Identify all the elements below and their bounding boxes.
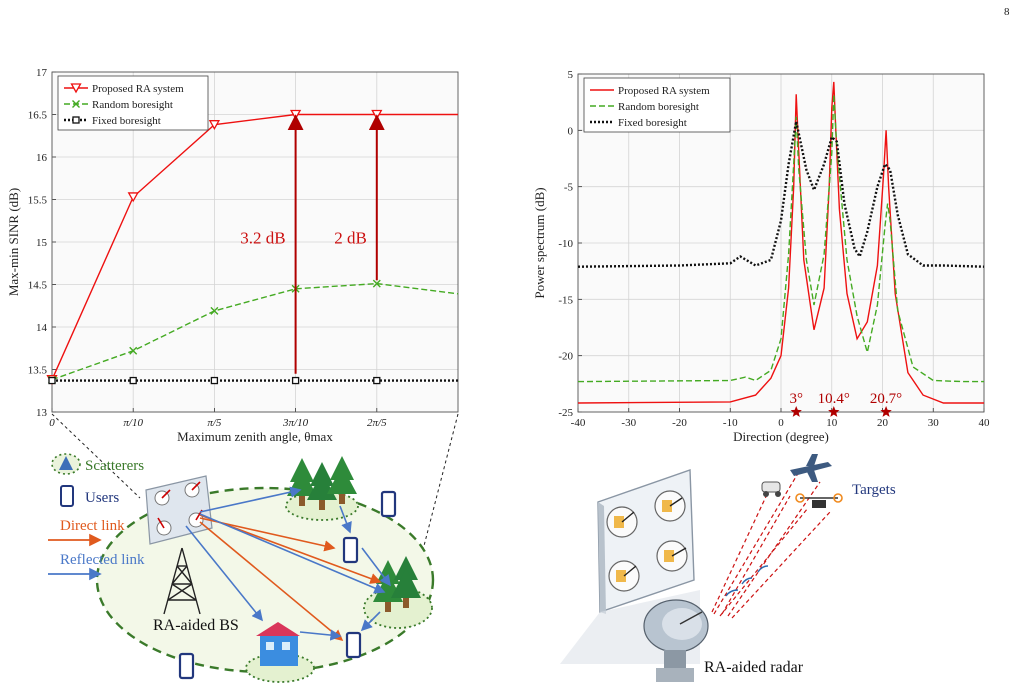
tick-label-y: 14 (36, 322, 48, 334)
airplane-icon (790, 454, 832, 482)
tick-label-x: 3π/10 (282, 417, 309, 429)
tick-label-y: 0 (568, 125, 574, 137)
tick-label-y: 16 (36, 152, 48, 164)
gain-label-3.2db: 3.2 dB (240, 229, 285, 248)
marker-stroke (372, 279, 381, 288)
tick-label-x: 10 (826, 417, 838, 429)
tick-label-x: -30 (621, 417, 636, 429)
plot-frame (577, 73, 985, 413)
tick-label-y: -15 (558, 294, 573, 306)
y-axis-label: Power spectrum (dB) (532, 187, 547, 298)
tick-label-y: -10 (558, 238, 573, 250)
tick-label-x: 2π/5 (367, 417, 387, 429)
legend-scatterers: Scatterers (85, 458, 144, 474)
quadcopter-icon (795, 493, 843, 508)
tick-label-x: -40 (571, 417, 586, 429)
data-marker (373, 376, 381, 385)
series-line-2 (577, 94, 984, 383)
legend-box (57, 75, 209, 131)
legend-label: Random boresight (618, 101, 699, 113)
drone-icon (761, 481, 781, 497)
gain-label-2db: 2 dB (334, 229, 367, 248)
tick-label-x: π/5 (207, 417, 222, 429)
reflected-links (185, 486, 391, 641)
tick-label-y: 16.5 (28, 110, 48, 122)
tick-label-x: 0 (778, 417, 784, 429)
y-axis-label: Max-min SINR (dB) (6, 188, 21, 296)
data-marker (48, 376, 56, 385)
spectrum-chart: -25 -20 -15 -10 -5 0 5 -40 -30 -20 -10 0 10 20 30 40Dir… (532, 69, 990, 444)
legend-label: Fixed boresight (92, 115, 161, 127)
data-marker (129, 376, 137, 385)
marker-stroke (210, 306, 219, 315)
radar-dish-icon (643, 599, 709, 682)
data-marker (72, 116, 80, 124)
base-station-icon (163, 547, 201, 615)
tick-label-y: 15 (36, 237, 48, 249)
tick-label-x: -10 (723, 417, 738, 429)
marker-stroke (129, 346, 138, 355)
tick-label-y: -25 (558, 407, 573, 419)
network-illustration (48, 413, 459, 683)
target-star (880, 406, 892, 417)
tick-label-y: 14.5 (28, 280, 48, 292)
radar-illustration (560, 454, 843, 682)
series-line-1 (51, 113, 458, 380)
user-phone-icon (60, 485, 74, 507)
x-axis-label: Maximum zenith angle, θmax (177, 429, 333, 444)
page-number: 8 (1004, 6, 1010, 18)
tick-label-x: π/10 (123, 417, 143, 429)
legend-label: Proposed RA system (618, 85, 710, 97)
tick-label-y: -5 (564, 182, 574, 194)
tick-label-x: -20 (672, 417, 687, 429)
targets-label: Targets (852, 482, 896, 498)
sinr-chart: 13 13.5 14 14.5 15 15.5 16 16.5 17 0 π/10 π/5 3π/10 2… (6, 67, 459, 444)
legend-label: Proposed RA system (92, 83, 184, 95)
tick-label-x: 30 (928, 417, 940, 429)
data-marker (208, 120, 221, 131)
x-axis-label: Direction (degree) (733, 429, 829, 444)
legend-label: Fixed boresight (618, 117, 687, 129)
scatterer-icon (59, 456, 73, 470)
tick-label-y: 15.5 (28, 195, 48, 207)
data-marker (70, 83, 82, 94)
tick-label-y: 13.5 (28, 365, 48, 377)
data-marker (210, 376, 219, 385)
tick-label-y: 17 (36, 67, 48, 79)
radar-label: RA-aided radar (704, 659, 804, 676)
data-marker (129, 346, 138, 355)
legend-users: Users (85, 490, 119, 506)
house-icon (256, 622, 300, 666)
tick-label-x: 20 (877, 417, 889, 429)
target-star (828, 406, 840, 417)
data-marker (127, 192, 139, 203)
target-angle-label: 20.7° (870, 391, 902, 407)
data-marker (372, 279, 381, 288)
target-angle-label: 3° (789, 391, 803, 407)
legend-label: Random boresight (92, 99, 173, 111)
legend-box (583, 77, 731, 133)
marker-stroke (72, 100, 80, 108)
legend-direct-link: Direct link (60, 518, 125, 534)
tick-label-y: 5 (568, 69, 574, 81)
bs-label: RA-aided BS (153, 617, 239, 634)
data-marker (291, 376, 300, 385)
plot-frame (51, 71, 459, 413)
tick-label-x: 40 (979, 417, 991, 429)
ra-panel (145, 475, 213, 545)
series-line-3 (577, 121, 985, 268)
user-phone-icon (178, 490, 397, 680)
legend-reflected-link: Reflected link (60, 552, 145, 568)
tick-label-x: 0 (49, 417, 55, 429)
tick-label-y: 13 (36, 407, 48, 419)
target-angle-label: 10.4° (818, 391, 850, 407)
tick-label-y: -20 (558, 351, 573, 363)
data-marker (210, 306, 219, 315)
series-line-2 (51, 282, 459, 381)
data-marker (72, 100, 80, 108)
target-star (790, 406, 802, 417)
